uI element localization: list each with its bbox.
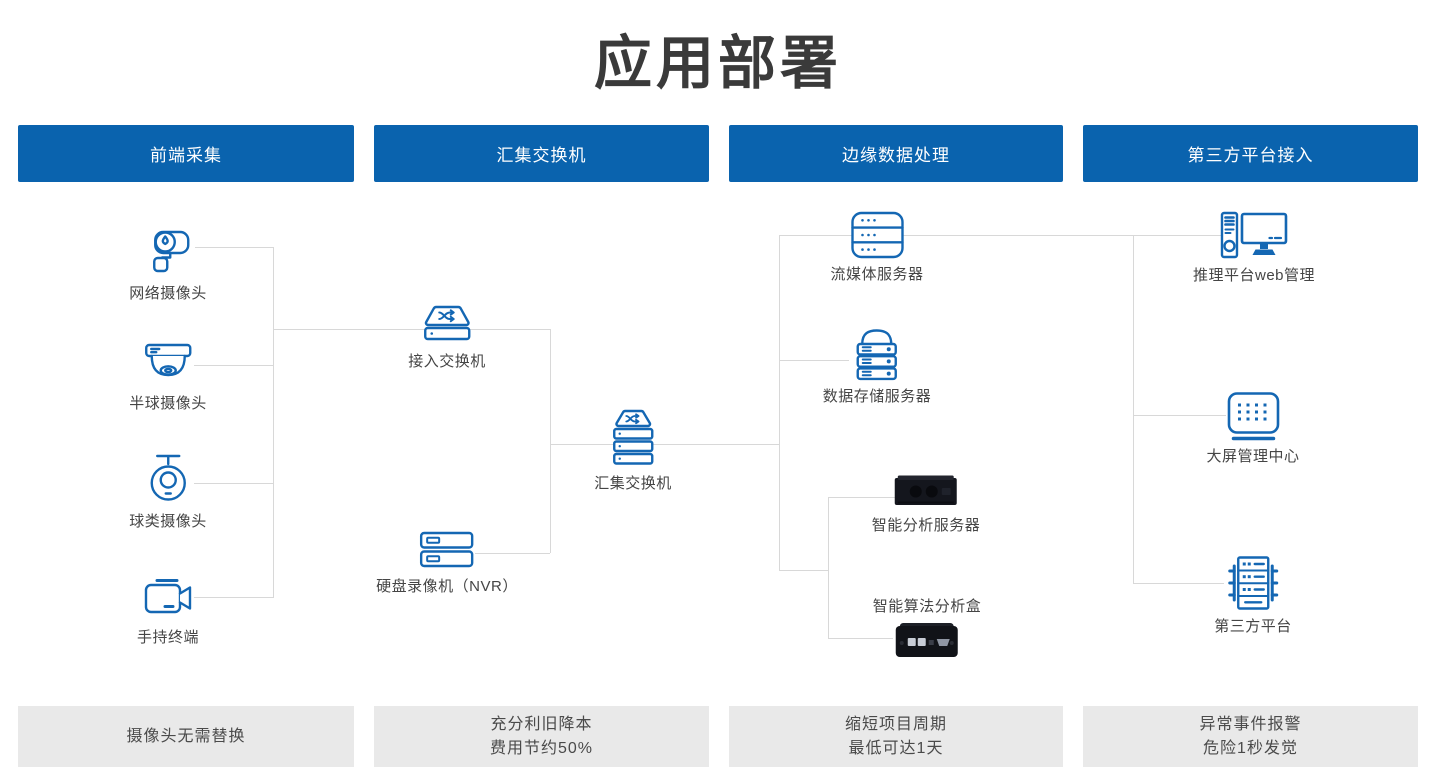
column-header-frontend: 前端采集	[18, 125, 354, 182]
connector-line	[550, 444, 779, 445]
node-label: 智能算法分析盒	[872, 598, 982, 615]
connector-line	[779, 235, 780, 570]
node-access-switch: 接入交换机	[408, 303, 486, 371]
node-label: 流媒体服务器	[830, 266, 924, 283]
column-header-switch: 汇集交换机	[374, 125, 709, 182]
storage-server-icon	[856, 329, 898, 381]
node-label: 大屏管理中心	[1206, 448, 1300, 465]
connector-line	[779, 570, 828, 571]
node-label: 智能分析服务器	[871, 517, 981, 534]
node-media-server: 流媒体服务器	[830, 210, 923, 284]
connector-line	[779, 235, 1222, 236]
node-label: 接入交换机	[408, 353, 486, 370]
bullet-camera-icon	[152, 230, 190, 273]
benefit-line: 危险1秒发觉	[1203, 739, 1298, 757]
node-label: 推理平台web管理	[1192, 267, 1316, 284]
node-big-screen: 大屏管理中心	[1206, 391, 1299, 466]
node-label: 汇集交换机	[594, 475, 672, 492]
rack-server-photo	[894, 475, 957, 505]
connector-line	[273, 329, 550, 330]
benefit-line: 最低可达1天	[848, 739, 944, 757]
benefit-line: 摄像头无需替换	[126, 727, 246, 745]
connector-line	[779, 360, 849, 361]
camcorder-icon	[144, 579, 192, 614]
stacked-switch-icon	[612, 409, 654, 465]
node-label: 半球摄像头	[129, 395, 207, 412]
connector-line	[828, 497, 895, 498]
benefit-box-1: 摄像头无需替换	[18, 706, 354, 767]
platform-rack-icon	[1227, 556, 1278, 610]
switch-icon	[423, 305, 471, 341]
connector-line	[195, 247, 273, 248]
server-rack-icon	[850, 211, 904, 259]
connector-line	[194, 597, 273, 598]
column-header-thirdparty: 第三方平台接入	[1083, 125, 1418, 182]
node-web-mgmt: 推理平台web管理	[1193, 210, 1315, 285]
connector-line	[550, 329, 551, 553]
connector-line	[1133, 235, 1134, 583]
node-third-party: 第三方平台	[1214, 555, 1292, 636]
connector-line	[1133, 415, 1226, 416]
node-ball-camera: 球类摄像头	[129, 452, 207, 531]
led-screen-icon	[1227, 392, 1279, 441]
ptz-camera-icon	[150, 454, 186, 501]
connector-line	[1133, 583, 1224, 584]
benefit-box-2: 充分利旧降本 费用节约50%	[374, 706, 709, 767]
benefit-box-4: 异常事件报警 危险1秒发觉	[1083, 706, 1418, 767]
benefit-line: 异常事件报警	[1199, 716, 1302, 734]
node-label: 球类摄像头	[129, 513, 207, 530]
column-header-edge: 边缘数据处理	[729, 125, 1063, 182]
page-title: 应用部署	[593, 31, 842, 96]
node-storage-server: 数据存储服务器	[823, 326, 932, 406]
node-label: 硬盘录像机（NVR）	[376, 578, 518, 595]
node-handheld-terminal: 手持终端	[137, 578, 199, 647]
benefit-line: 费用节约50%	[489, 739, 594, 757]
node-nvr: 硬盘录像机（NVR）	[376, 531, 518, 596]
benefit-line: 充分利旧降本	[490, 716, 593, 734]
connector-line	[194, 365, 273, 366]
dome-camera-icon	[144, 343, 192, 377]
edge-box-photo	[895, 623, 958, 657]
node-label: 手持终端	[136, 629, 200, 646]
node-label: 网络摄像头	[129, 285, 207, 302]
node-dome-camera: 半球摄像头	[129, 342, 207, 413]
connector-line	[828, 638, 893, 639]
connector-line	[194, 483, 273, 484]
node-label: 数据存储服务器	[822, 388, 932, 405]
node-network-camera: 网络摄像头	[129, 226, 207, 303]
workstation-icon	[1220, 211, 1288, 259]
connector-line	[475, 553, 550, 554]
node-analysis-server: 智能分析服务器	[872, 475, 981, 535]
benefit-box-3: 缩短项目周期 最低可达1天	[729, 706, 1063, 767]
nvr-icon	[420, 531, 474, 568]
node-label: 第三方平台	[1214, 618, 1292, 635]
node-aggregation-switch: 汇集交换机	[594, 408, 672, 493]
node-analysis-box: 智能算法分析盒	[873, 595, 982, 660]
connector-line	[828, 497, 829, 638]
connector-line	[273, 247, 274, 598]
benefit-line: 缩短项目周期	[844, 716, 947, 734]
